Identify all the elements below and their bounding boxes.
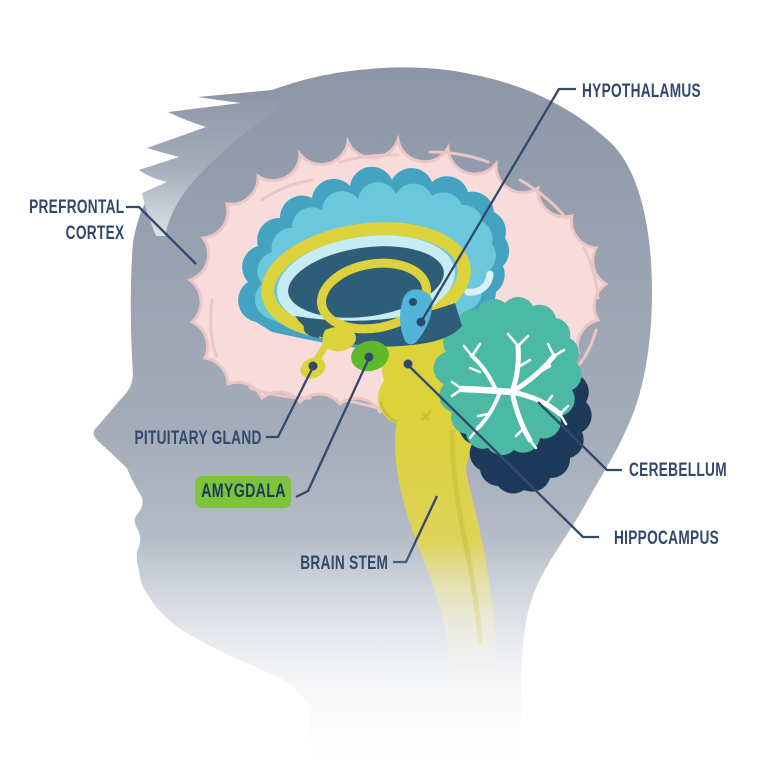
hypothalamus-inner-dot xyxy=(409,298,417,306)
label-cerebellum: CEREBELLUM xyxy=(629,460,727,481)
label-prefrontal-cortex: PREFRONTAL CORTEX xyxy=(29,195,124,247)
fornix-ring xyxy=(317,258,431,334)
hypothalamus-region xyxy=(399,289,433,345)
amygdala-highlight-badge[interactable]: AMYGDALA xyxy=(195,476,291,508)
cerebellum-region xyxy=(433,296,582,456)
dot-hypothalamus xyxy=(416,317,426,327)
leader-amygdala xyxy=(295,357,371,499)
leader-pituitary-gland xyxy=(266,366,315,439)
leader-prefrontal-cortex xyxy=(126,205,197,265)
dot-pituitary-gland xyxy=(308,361,318,371)
label-hippocampus: HIPPOCAMPUS xyxy=(614,528,720,549)
hair-spikes xyxy=(139,90,290,236)
bottom-fade xyxy=(0,540,768,768)
label-amygdala: AMYGDALA xyxy=(200,481,286,502)
label-brain-stem: BRAIN STEM xyxy=(299,553,388,574)
label-pituitary-gland: PITUITARY GLAND xyxy=(134,428,262,449)
splenium-crescent xyxy=(464,270,494,296)
dot-amygdala xyxy=(364,352,374,362)
leader-lines xyxy=(126,87,622,564)
leader-hippocampus xyxy=(407,364,599,539)
dot-hippocampus xyxy=(403,359,413,369)
label-hypothalamus: HYPOTHALAMUS xyxy=(582,81,701,102)
anterior-point xyxy=(303,322,330,338)
arbor-vitae-tree xyxy=(450,332,570,450)
leader-cerebellum xyxy=(537,401,622,472)
label-prefrontal-line1: PREFRONTAL xyxy=(28,197,124,218)
label-prefrontal-line2: CORTEX xyxy=(65,223,124,244)
leader-dots xyxy=(308,317,426,371)
leader-hypothalamus xyxy=(420,87,576,323)
